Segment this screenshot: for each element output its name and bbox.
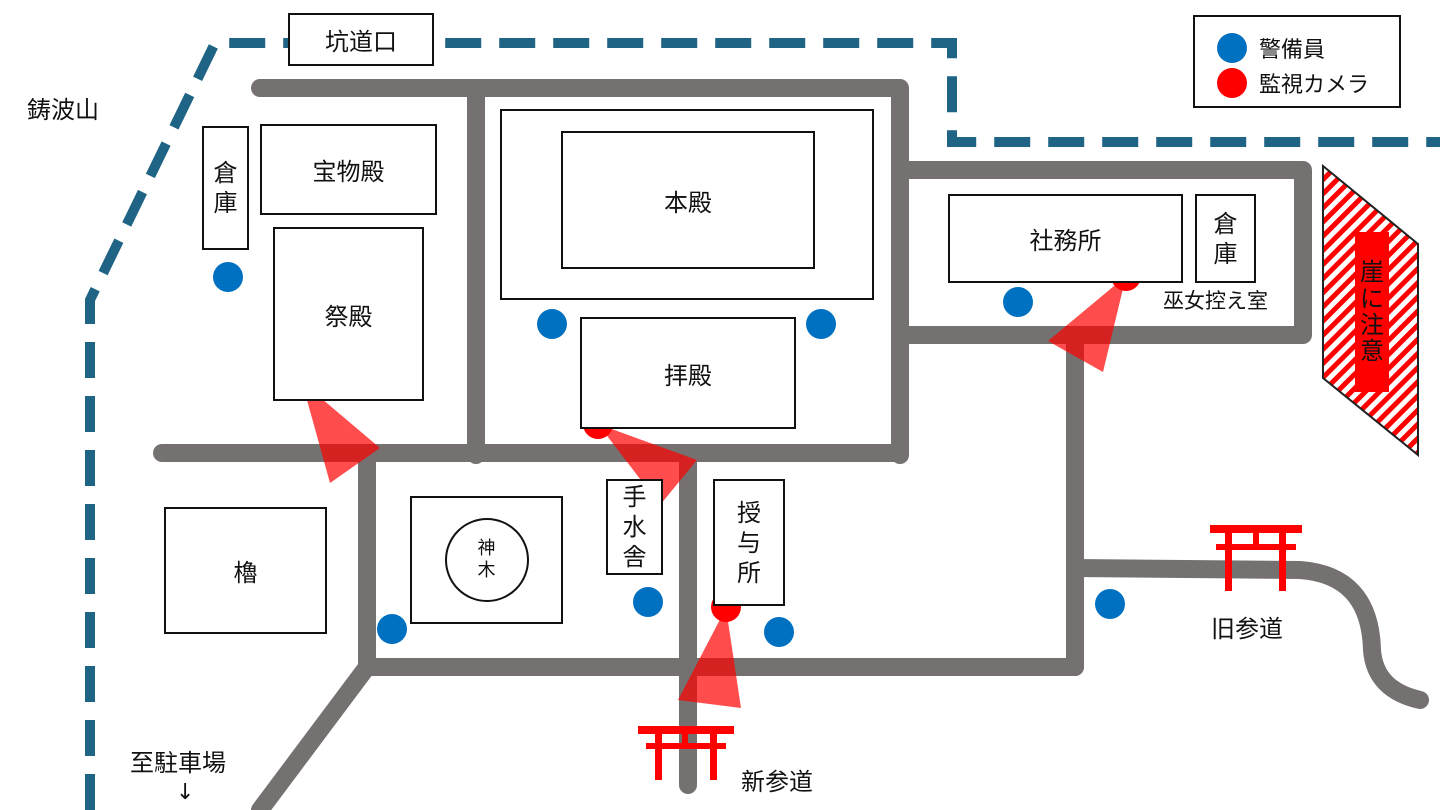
parking-label: 至駐車場 — [130, 749, 226, 777]
mountain-label: 鋳波山 — [27, 96, 99, 124]
road-network — [153, 79, 1429, 810]
guard-icon — [377, 614, 407, 644]
tunnel-entrance: 坑道口 — [288, 13, 434, 66]
camera-cone-ritual — [302, 382, 380, 483]
camera-cone-worship — [598, 424, 697, 505]
guard-icon — [537, 309, 567, 339]
legend-guard-label: 警備員 — [1259, 38, 1326, 63]
treasure-hall-label: 宝物殿 — [312, 158, 385, 186]
sacred-tree: 神木 — [444, 518, 529, 602]
guard-icon — [633, 587, 663, 617]
main-hall-label: 本殿 — [664, 188, 712, 217]
legend-camera: 監視カメラ — [1217, 67, 1369, 99]
guard-icon — [806, 309, 836, 339]
guard-icon — [1095, 589, 1125, 619]
old-approach-label: 旧参道 — [1211, 615, 1283, 643]
guard-icon — [764, 617, 794, 647]
ritual-hall: 祭殿 — [273, 227, 424, 401]
main-hall: 本殿 — [561, 131, 815, 269]
new-approach-label: 新参道 — [741, 768, 813, 796]
warehouse-left: 倉庫 — [202, 126, 249, 250]
tower: 櫓 — [164, 507, 327, 634]
treasure-hall: 宝物殿 — [260, 124, 437, 215]
torii-gate-icon — [1210, 525, 1302, 591]
shrine-boundary — [85, 38, 1440, 810]
road-old-approach — [1066, 559, 1429, 709]
legend-camera-label: 監視カメラ — [1259, 73, 1370, 98]
legend-guard: 警備員 — [1217, 32, 1325, 64]
tower-label: 櫓 — [233, 559, 258, 587]
parking-arrow-icon: ↓ — [176, 780, 195, 805]
worship-hall: 拝殿 — [580, 317, 796, 429]
torii-gate-icon — [638, 726, 734, 780]
road-to-parking — [251, 658, 376, 810]
ritual-hall-label: 祭殿 — [324, 302, 373, 331]
tunnel-label: 坑道口 — [325, 28, 397, 56]
warehouse-right: 倉庫 — [1195, 194, 1256, 283]
camera-cone-office — [1048, 276, 1126, 372]
office: 社務所 — [948, 194, 1183, 283]
guard-icon — [1217, 33, 1247, 63]
guard-icon — [213, 262, 243, 292]
guard-icon — [1003, 287, 1033, 317]
camera-cones — [302, 276, 1126, 708]
legend: 警備員 監視カメラ — [1193, 15, 1401, 108]
purification-fountain: 手水舎 — [606, 479, 663, 575]
camera-icon — [1217, 68, 1247, 98]
worship-hall-label: 拝殿 — [664, 361, 712, 390]
amulet-office: 授与所 — [713, 479, 785, 606]
cliff-caution: 崖 に 注 意 — [1355, 232, 1389, 392]
miko-room-label: 巫女控え室 — [1163, 289, 1268, 313]
camera-cone-amulet — [678, 608, 741, 708]
office-label: 社務所 — [1029, 227, 1102, 255]
sacred-tree-enclosure: 神木 — [410, 496, 563, 624]
guards — [213, 262, 1125, 647]
